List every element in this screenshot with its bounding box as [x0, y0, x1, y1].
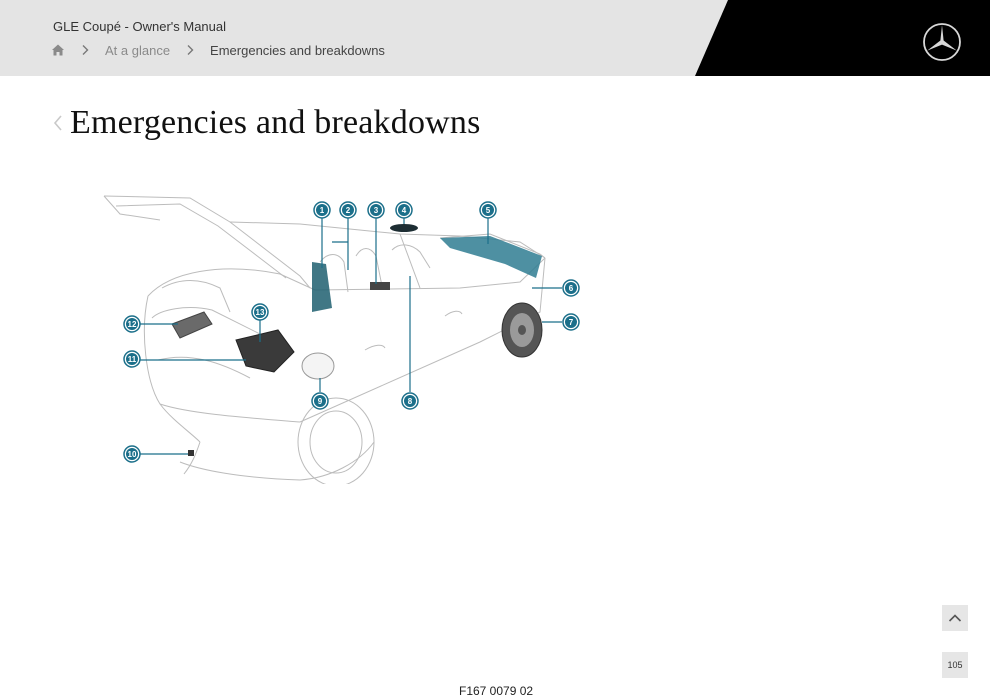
page-number-button[interactable]: 105: [942, 652, 968, 678]
svg-text:5: 5: [486, 206, 491, 215]
svg-text:6: 6: [569, 284, 574, 293]
callout-10: 10: [123, 445, 141, 463]
chevron-left-icon[interactable]: [52, 113, 64, 133]
breadcrumb: At a glance Emergencies and breakdowns: [51, 41, 385, 59]
callout-6: 6: [562, 279, 580, 297]
callout-3: 3: [367, 201, 385, 219]
centre-console-unit: [370, 282, 390, 290]
callout-1: 1: [313, 201, 331, 219]
svg-text:10: 10: [128, 450, 137, 459]
svg-text:13: 13: [256, 308, 265, 317]
callout-5: 5: [479, 201, 497, 219]
svg-text:7: 7: [569, 318, 574, 327]
breadcrumb-item-current: Emergencies and breakdowns: [210, 42, 385, 58]
svg-text:11: 11: [128, 355, 137, 364]
svg-text:8: 8: [408, 397, 413, 406]
chevron-right-icon: [187, 45, 194, 55]
towing-eye-mount: [188, 450, 194, 456]
fuel-filler-flap: [301, 352, 335, 380]
svg-text:1: 1: [320, 206, 325, 215]
vehicle-emergency-equipment-illustration: 1 2 3 4 5 6 7 8 9 10 11 12 13: [103, 195, 580, 484]
document-title: GLE Coupé - Owner's Manual: [53, 19, 227, 34]
callout-13: 13: [251, 303, 269, 321]
callout-7: 7: [562, 313, 580, 331]
overhead-control-panel: [390, 224, 418, 232]
callout-12: 12: [123, 315, 141, 333]
first-aid-kit: [171, 311, 213, 339]
callout-11: 11: [123, 350, 141, 368]
breadcrumb-item-at-a-glance[interactable]: At a glance: [105, 42, 171, 58]
svg-text:2: 2: [346, 206, 351, 215]
callout-8: 8: [401, 392, 419, 410]
scroll-to-top-button[interactable]: [942, 605, 968, 631]
page-title-row: Emergencies and breakdowns: [52, 104, 481, 142]
svg-text:9: 9: [318, 397, 323, 406]
svg-text:4: 4: [402, 206, 407, 215]
tire-repair-kit: [235, 329, 295, 373]
svg-text:3: 3: [374, 206, 379, 215]
chevron-right-icon: [82, 45, 89, 55]
b-pillar-highlight: [312, 262, 332, 312]
figure-code: F167 0079 02: [459, 684, 534, 698]
callout-4: 4: [395, 201, 413, 219]
page-title: Emergencies and breakdowns: [70, 104, 481, 141]
bonnet-highlight: [440, 236, 542, 278]
home-icon[interactable]: [51, 43, 65, 57]
mercedes-star-logo[interactable]: [922, 22, 962, 62]
front-wheel: [501, 302, 543, 358]
top-header: GLE Coupé - Owner's Manual At a glance E…: [0, 0, 990, 76]
callout-2: 2: [339, 201, 357, 219]
chevron-up-icon: [948, 614, 962, 622]
callout-9: 9: [311, 392, 329, 410]
svg-text:12: 12: [128, 320, 137, 329]
